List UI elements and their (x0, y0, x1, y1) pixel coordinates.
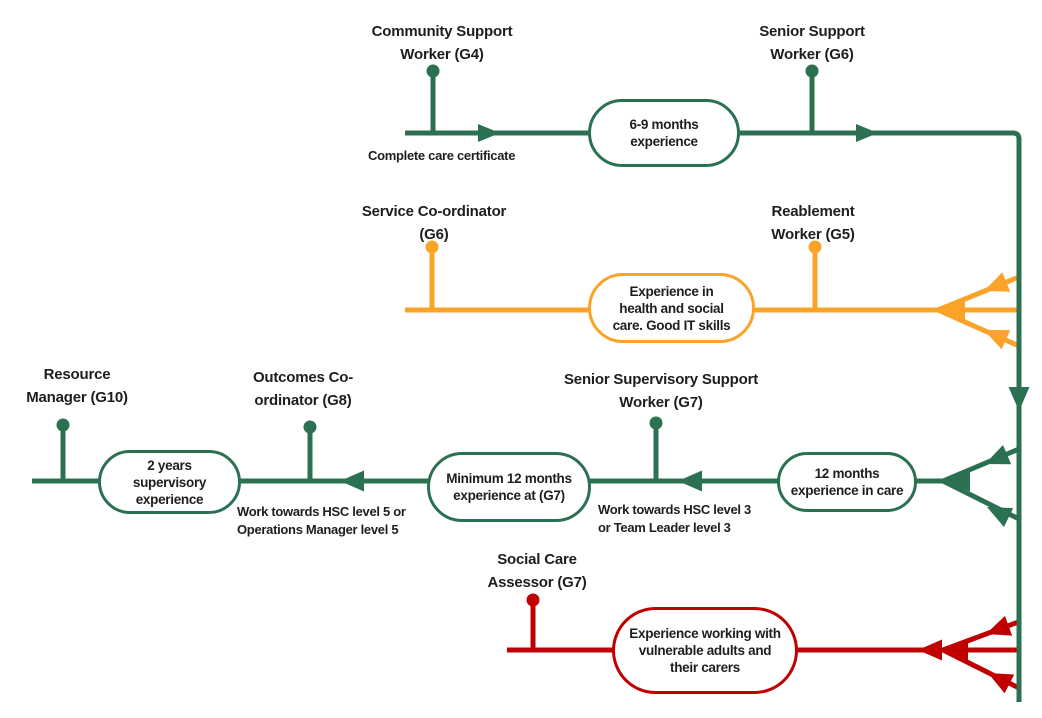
arrowhead (678, 470, 702, 492)
role-label-outcomes-coordinator: Outcomes Co- ordinator (G8) (252, 369, 354, 409)
role-label-resource-manager: Resource Manager (G10) (26, 366, 128, 406)
requirement-oval-12-months-care: 12 months experience in care (777, 452, 917, 512)
orange-fan-lower (936, 307, 1021, 349)
note-work-towards-level5: Work towards HSC level 5 or Operations M… (237, 504, 406, 537)
note-work-towards-level3: Work towards HSC level 3 or Team Leader … (598, 502, 751, 535)
note-complete-care-certificate: Complete care certificate (368, 148, 516, 163)
orange-fan-upper (937, 274, 1020, 313)
role-label-reablement-worker: Reablement Worker (G5) (771, 203, 855, 243)
connector-dot (526, 593, 540, 607)
requirement-oval-6-9-months: 6-9 months experience (588, 99, 740, 167)
connector-dot (303, 420, 317, 434)
role-label-social-care-assessor: Social Care Assessor (G7) (487, 551, 587, 591)
connector-dot (426, 64, 440, 78)
arrowhead (984, 272, 1011, 292)
role-label-service-coordinator: Service Co-ordinator (G6) (361, 203, 507, 243)
requirement-oval-2-years-supervisory: 2 years supervisory experience (98, 450, 241, 514)
connector-dot (56, 418, 70, 432)
arrowhead (1008, 387, 1030, 411)
arrowhead (986, 615, 1013, 636)
requirement-oval-minimum-12-months-g7: Minimum 12 months experience at (G7) (427, 452, 591, 522)
connector-dot (808, 240, 822, 254)
connector-dot (425, 240, 439, 254)
arrowhead (946, 470, 970, 492)
arrowhead (944, 639, 968, 661)
role-label-senior-support-worker: Senior Support Worker (G6) (759, 23, 865, 63)
arrowhead (988, 673, 1015, 694)
requirement-oval-vulnerable-adults: Experience working with vulnerable adult… (612, 607, 798, 694)
arrowhead (918, 639, 942, 661)
requirement-oval-health-social-care: Experience in health and social care. Go… (588, 273, 755, 343)
arrowhead (987, 507, 1014, 527)
arrowhead (478, 124, 500, 142)
green-pathway-lines (32, 75, 1022, 702)
arrowhead (340, 470, 364, 492)
green-main-line-with-right-drop (405, 130, 1022, 702)
red-pathway-markers (526, 593, 1015, 694)
connector-dot (649, 416, 663, 430)
orange-pathway-markers (425, 240, 1011, 350)
role-label-senior-supervisory-support-worker: Senior Supervisory Support Worker (G7) (563, 371, 759, 411)
arrowhead (985, 444, 1012, 465)
green-pathway-markers (56, 64, 1030, 527)
role-label-community-support-worker: Community Support Worker (G4) (371, 23, 513, 63)
arrowhead (856, 124, 878, 142)
arrowhead (941, 299, 965, 321)
connector-dot (805, 64, 819, 78)
green-fan-upper (942, 446, 1020, 484)
arrowhead (984, 330, 1011, 350)
